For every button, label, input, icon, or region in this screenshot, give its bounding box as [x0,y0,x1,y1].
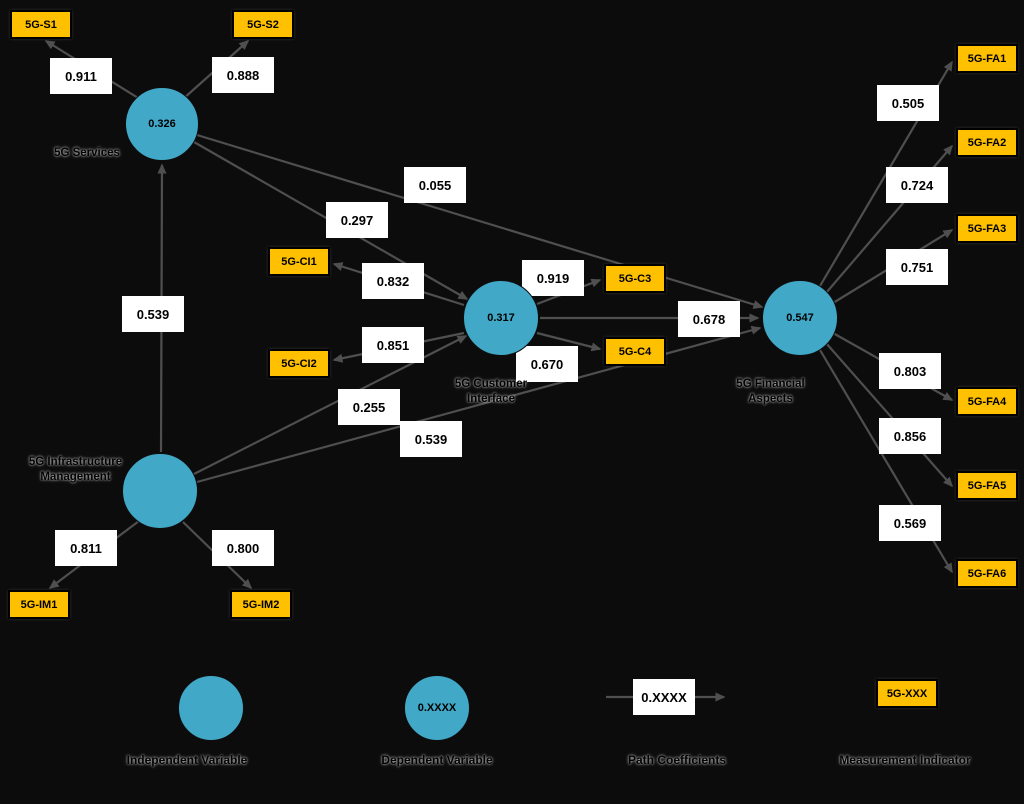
node-5g-services: 0.326 [125,87,199,161]
label-5g-customer-interface: 5G Customer Interface [454,378,528,405]
indicator-5g-ci2: 5G-CI2 [268,349,330,378]
indicator-5g-c4: 5G-C4 [604,337,666,366]
edge-services-financial [196,133,764,309]
indicator-5g-fa6: 5G-FA6 [956,559,1018,588]
coefficient-financial-fa5: 0.856 [879,418,941,454]
coefficient-customer-ci1: 0.832 [362,263,424,299]
label-5g-infrastructure-management: 5G Infrastructure Management [28,456,123,483]
edge-infrastructure-financial [196,325,762,484]
label-5g-services: 5G Services [54,147,120,159]
indicator-5g-fa1: 5G-FA1 [956,44,1018,73]
legend-label-measurement-indicator: Measurement Indicator [839,753,971,767]
coefficient-services-customer: 0.297 [326,202,388,238]
indicator-5g-c3: 5G-C3 [604,264,666,293]
coefficient-infrastructure-customer: 0.255 [338,389,400,425]
coefficient-customer-financial: 0.678 [678,301,740,337]
legend-label-independent-variable: Independent Variable [126,753,248,767]
coefficient-services-financial: 0.055 [404,167,466,203]
coefficient-financial-fa2: 0.724 [886,167,948,203]
coefficient-infrastructure-im1: 0.811 [55,530,117,566]
indicator-5g-fa3: 5G-FA3 [956,214,1018,243]
node-5g-financial-aspects: 0.547 [762,280,838,356]
indicator-5g-im2: 5G-IM2 [230,590,292,619]
indicator-5g-im1: 5G-IM1 [8,590,70,619]
coefficient-financial-fa4: 0.803 [879,353,941,389]
node-value: 0.547 [786,312,814,324]
edge-customer-c4 [536,331,602,352]
legend-label-path-coefficients: Path Coefficients [627,753,726,767]
coefficient-services-s1: 0.911 [50,58,112,94]
edge-financial-fa5 [825,342,953,488]
coefficient-financial-fa6: 0.569 [879,505,941,541]
node-value: 0.326 [148,118,176,130]
legend-indicator-box: 5G-XXX [876,679,938,708]
coefficient-customer-c3: 0.919 [522,260,584,296]
node-5g-infrastructure-management [122,453,198,529]
coefficient-infrastructure-financial: 0.539 [400,421,462,457]
legend-independent-variable-circle [178,675,244,741]
coefficient-services-s2: 0.888 [212,57,274,93]
legend-dependent-value: 0.XXXX [417,702,457,714]
coefficient-customer-c4: 0.670 [516,346,578,382]
coefficient-financial-fa3: 0.751 [886,249,948,285]
indicator-5g-fa4: 5G-FA4 [956,387,1018,416]
indicator-5g-s1: 5G-S1 [10,10,72,39]
node-5g-customer-interface: 0.317 [463,280,539,356]
coefficient-financial-fa1: 0.505 [877,85,939,121]
legend-dependent-variable-circle: 0.XXXX [404,675,470,741]
coefficient-customer-ci2: 0.851 [362,327,424,363]
legend-label-dependent-variable: Dependent Variable [381,753,493,767]
label-5g-financial-aspects: 5G Financial Aspects [736,378,805,405]
coefficient-infrastructure-services: 0.539 [122,296,184,332]
node-value: 0.317 [487,312,515,324]
coefficient-infrastructure-im2: 0.800 [212,530,274,566]
legend-path-coefficient-box: 0.XXXX [633,679,695,715]
indicator-5g-fa5: 5G-FA5 [956,471,1018,500]
indicator-5g-s2: 5G-S2 [232,10,294,39]
indicator-5g-ci1: 5G-CI1 [268,247,330,276]
indicator-5g-fa2: 5G-FA2 [956,128,1018,157]
